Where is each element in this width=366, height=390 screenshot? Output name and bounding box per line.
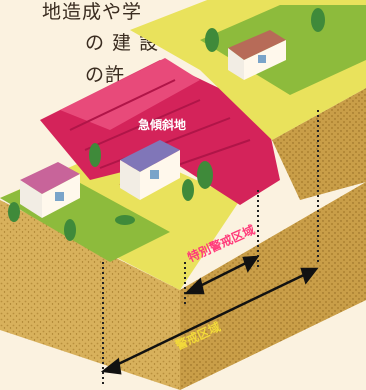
background-text-line-3: の許 xyxy=(85,64,126,86)
special-zone-arrow xyxy=(183,255,260,295)
slope-label: 急傾斜地 xyxy=(138,117,186,132)
background-text-line-1: 地造成や学 xyxy=(42,1,143,23)
house-upper xyxy=(228,30,286,80)
trees xyxy=(8,8,325,241)
house-slope xyxy=(120,140,180,200)
steep-slope-zone xyxy=(40,58,280,205)
zone-arrow xyxy=(100,267,319,375)
house-lower xyxy=(20,162,80,218)
soil-block xyxy=(0,88,366,390)
